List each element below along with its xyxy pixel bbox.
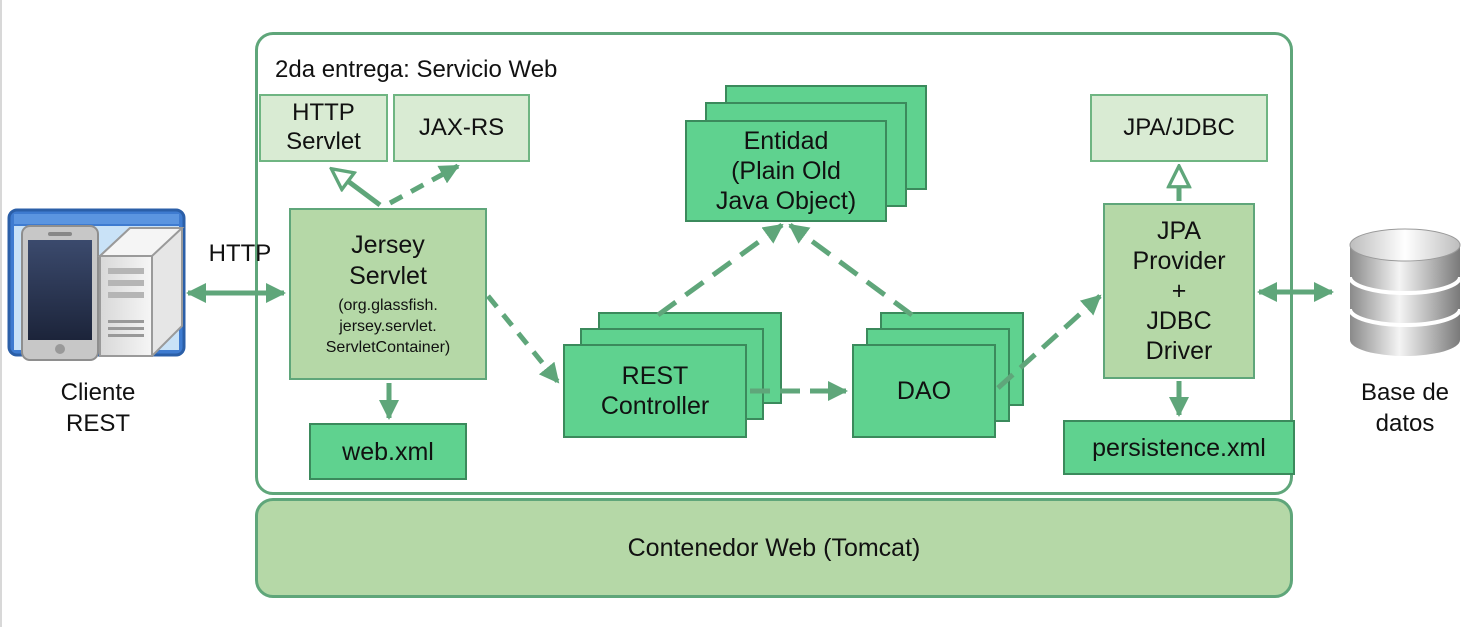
jersey-sub-line2: jersey.servlet. [339, 317, 437, 335]
database-label-line2: datos [1375, 410, 1435, 438]
http-label: HTTP [208, 240, 272, 267]
http-servlet-box: HTTP Servlet [259, 94, 388, 162]
dao-to-jpa-provider-arrow [996, 294, 1102, 390]
jax-rs-box: JAX-RS [393, 94, 530, 162]
jersey-sub-line3: ServletContainer) [325, 338, 451, 356]
jersey-sub-line1: (org.glassfish. [338, 297, 438, 315]
client-label-line2: REST [65, 410, 130, 438]
http-servlet-line1: HTTP [292, 99, 355, 127]
database-label-line1: Base de [1360, 379, 1450, 406]
jersey-title-line1: Jersey [351, 230, 425, 259]
web-xml-label: web.xml [342, 437, 434, 466]
entidad-box: Entidad (Plain Old Java Object) [685, 120, 887, 222]
rest-controller-box: REST Controller [563, 344, 747, 438]
jpa-provider-line4: JDBC [1146, 307, 1212, 335]
jpa-jdbc-label: JPA/JDBC [1123, 113, 1235, 141]
jpa-provider-line1: JPA [1157, 217, 1201, 245]
jpa-jdbc-box: JPA/JDBC [1090, 94, 1268, 162]
dao-label: DAO [896, 377, 952, 405]
container-title: 2da entrega: Servicio Web [275, 56, 558, 83]
http-servlet-line2: Servlet [286, 128, 361, 155]
left-border-line [0, 0, 2, 627]
jersey-servlet-box: Jersey Servlet (org.glassfish. jersey.se… [289, 208, 487, 380]
tomcat-label: Contenedor Web (Tomcat) [627, 533, 921, 562]
jersey-title-line2: Servlet [349, 261, 427, 290]
persistence-xml-label: persistence.xml [1092, 433, 1266, 462]
rest-controller-line2: Controller [600, 392, 710, 420]
client-label: Cliente REST [28, 377, 168, 439]
jpa-provider-line3: + [1171, 277, 1187, 305]
client-computer-icon [7, 208, 186, 361]
jersey-to-rest-arrow [486, 294, 560, 384]
jpa-provider-line2: Provider [1132, 247, 1226, 275]
database-icon [1348, 228, 1462, 356]
jersey-to-http-servlet-arrow [333, 170, 382, 208]
jersey-subtitle: (org.glassfish. jersey.servlet. ServletC… [326, 296, 451, 358]
jax-rs-label: JAX-RS [418, 113, 505, 141]
entidad-line3: Java Object) [715, 187, 857, 215]
jpa-provider-box: JPA Provider + JDBC Driver [1103, 203, 1255, 379]
jpa-provider-line5: Driver [1145, 337, 1213, 365]
rest-controller-line1: REST [621, 362, 689, 390]
client-label-line1: Cliente [60, 379, 136, 406]
entidad-line2: (Plain Old [731, 157, 841, 185]
entidad-line1: Entidad [743, 127, 829, 155]
dao-to-entidad-arrow [788, 222, 914, 318]
persistence-xml-box: persistence.xml [1063, 420, 1295, 475]
rest-to-entidad-arrow [656, 222, 784, 318]
tomcat-container: Contenedor Web (Tomcat) [255, 498, 1293, 598]
dao-box: DAO [852, 344, 996, 438]
database-label: Base de datos [1340, 377, 1470, 439]
web-xml-box: web.xml [309, 423, 467, 480]
jersey-to-jaxrs-arrow [388, 163, 460, 206]
